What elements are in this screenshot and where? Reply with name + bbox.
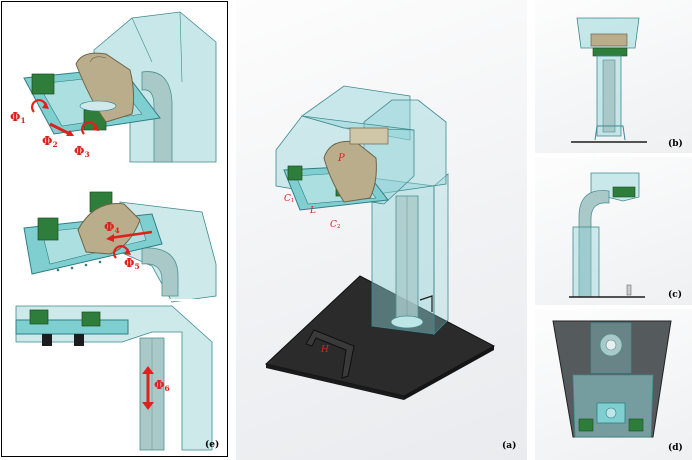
phi-5-label: Φ5: [124, 256, 140, 271]
phi-6-arrow: [142, 366, 154, 410]
projector-head: [323, 127, 389, 203]
panel-c-side-view: (c): [535, 157, 692, 305]
panel-a-drawing: [264, 85, 496, 400]
phi-3-label: Φ3: [74, 144, 90, 159]
column-enclosure: [371, 173, 449, 335]
phi-1-arrow: [31, 99, 49, 113]
label-C2: C2: [330, 220, 341, 231]
phi-5-arrow: [113, 245, 131, 259]
panel-a-isometric-view: P C1 L C2 H (a): [236, 0, 527, 460]
panel-d-label: (d): [668, 443, 683, 453]
detail-view-middle: [23, 191, 217, 303]
panel-c-label: (c): [668, 290, 682, 300]
phi-4-label: Φ4: [104, 220, 120, 235]
label-C1: C1: [284, 194, 295, 205]
base-plate: [264, 275, 496, 400]
panel-b-label: (b): [668, 139, 683, 149]
panel-a-label: (a): [502, 441, 517, 451]
handle: [305, 329, 355, 379]
panel-b-front-view: (b): [535, 0, 692, 153]
detail-view-top: [23, 11, 217, 163]
phi-2-label: Φ2: [42, 134, 58, 149]
panel-d-drawing: [552, 320, 672, 438]
detail-view-bottom: [15, 305, 213, 451]
label-H: H: [321, 345, 329, 355]
panel-d-top-view: (d): [535, 309, 692, 460]
phi-1-label: Φ1: [10, 110, 26, 125]
phi-4-arrow: [106, 230, 153, 242]
panel-b-drawing: [571, 17, 647, 143]
label-P: P: [338, 153, 345, 164]
phi-3-arrow: [81, 121, 99, 135]
panel-c-drawing: [569, 172, 645, 298]
panel-e-drawing: [2, 11, 227, 451]
phi-2-arrow: [49, 122, 74, 136]
panel-e-detail-views: Φ1 Φ2 Φ3 Φ4 Φ5 Φ6 (e): [1, 1, 228, 457]
panel-e-label: (e): [205, 440, 220, 450]
label-L: L: [310, 206, 316, 216]
phi-6-label: Φ6: [154, 378, 170, 393]
